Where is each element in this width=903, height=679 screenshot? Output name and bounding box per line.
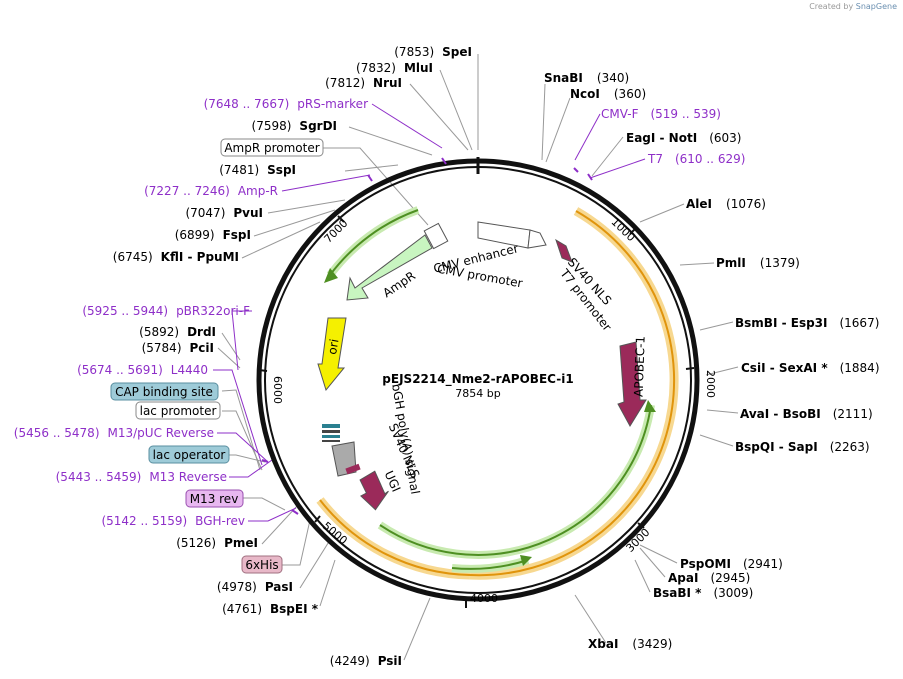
site-alei[interactable]: AleI(1076)	[686, 197, 766, 211]
lac-operator-tag-label: lac operator	[153, 448, 226, 462]
site-ncoi[interactable]: NcoI(360)	[570, 87, 646, 101]
ampr-promoter-block	[423, 222, 449, 250]
site-avai-bsobi[interactable]: AvaI - BsoBI(2111)	[740, 407, 873, 421]
6xhis-tag[interactable]: 6xHis	[241, 555, 283, 574]
ampr-promoter-tag[interactable]: AmpR promoter	[220, 138, 324, 157]
site-eagi-noti[interactable]: EagI - NotI(603)	[626, 131, 741, 145]
cap-binding-site-tag-label: CAP binding site	[115, 385, 213, 399]
ampr-promoter-tag-label: AmpR promoter	[224, 141, 319, 155]
boxed-labels: AmpR promoter CAP binding site lac promo…	[110, 138, 324, 574]
right-sites: SnaBI(340) NcoI(360) EagI - NotI(603) Al…	[544, 71, 880, 651]
orange-arc-lower	[319, 499, 471, 576]
green-arrowhead-upper	[324, 268, 338, 283]
cmv-promoter-label: CMV promoter	[436, 262, 524, 291]
snapgene-credit: Created by SnapGene	[809, 2, 897, 11]
primer-m13-puc-reverse[interactable]: (5456 .. 5478)M13/pUC Reverse	[14, 426, 214, 440]
ugi-label: UGI	[382, 469, 404, 494]
green-arc-inner	[379, 404, 652, 556]
primers: (7648 .. 7667)pRS-marker (7227 .. 7246)A…	[14, 97, 746, 528]
green-arrowhead-bottom	[520, 555, 532, 566]
site-kfli-ppumi[interactable]: (6745)KflI - PpuMI	[113, 250, 239, 264]
credit-brand: SnapGene	[855, 2, 897, 11]
site-drdi[interactable]: (5892)DrdI	[139, 325, 216, 339]
site-pcii[interactable]: (5784)PciI	[142, 341, 214, 355]
orange-arc	[469, 210, 676, 577]
primer-cmv-f[interactable]: CMV-F(519 .. 539)	[601, 107, 721, 121]
site-bsabi[interactable]: BsaBI *(3009)	[653, 586, 753, 600]
lac-promoter-tag[interactable]: lac promoter	[135, 401, 221, 420]
lac-region-blocks	[322, 424, 340, 442]
primer-t7[interactable]: T7(610 .. 629)	[647, 152, 745, 166]
primer-amp-r[interactable]: (7227 .. 7246)Amp-R	[144, 184, 278, 198]
apobec-feature-arrow[interactable]	[617, 341, 647, 427]
site-pspomi[interactable]: PspOMI(2941)	[680, 557, 783, 571]
plasmid-length: 7854 bp	[455, 387, 500, 400]
sv40-nls-top-block[interactable]	[555, 238, 573, 263]
lac-promoter-tag-label: lac promoter	[140, 404, 217, 418]
site-sgrdi[interactable]: (7598)SgrDI	[252, 119, 337, 133]
tick-marks	[258, 215, 695, 608]
leader-lines	[217, 54, 739, 661]
plasmid-name: pEJS2214_Nme2-rAPOBEC-i1	[382, 372, 573, 387]
site-mlui[interactable]: (7832)MluI	[356, 61, 433, 75]
primer-pbr322ori-f[interactable]: (5925 .. 5944)pBR322ori-F	[82, 304, 250, 318]
ampr-feature-arrow[interactable]	[346, 234, 433, 301]
primer-m13-reverse[interactable]: (5443 .. 5459)M13 Reverse	[56, 470, 227, 484]
site-pvui[interactable]: (7047)PvuI	[185, 206, 263, 220]
site-spei[interactable]: (7853)SpeI	[394, 45, 472, 59]
site-bspqi-sapi[interactable]: BspQI - SapI(2263)	[735, 440, 870, 454]
primer-marks	[261, 157, 593, 515]
site-xbai[interactable]: XbaI(3429)	[588, 637, 672, 651]
site-nrui[interactable]: (7812)NruI	[325, 76, 402, 90]
site-pmei[interactable]: (5126)PmeI	[176, 536, 258, 550]
tick-label-2000: 2000	[704, 370, 717, 398]
tick-label-6000: 6000	[271, 376, 284, 404]
ori-label: ori	[325, 338, 341, 356]
primer-bgh-rev[interactable]: (5142 .. 5159)BGH-rev	[101, 514, 245, 528]
ori-feature-arrow[interactable]	[317, 317, 347, 392]
green-arc-upper	[329, 209, 419, 276]
left-sites: (7853)SpeI (7832)MluI (7812)NruI (7598)S…	[113, 45, 472, 668]
m13-rev-tag[interactable]: M13 rev	[185, 489, 244, 508]
ugi-feature-arrow[interactable]	[357, 469, 391, 511]
site-sspi[interactable]: (7481)SspI	[219, 163, 296, 177]
site-apai[interactable]: ApaI(2945)	[668, 571, 750, 585]
cmv-promoter-arrow[interactable]	[527, 229, 547, 249]
credit-prefix: Created by	[809, 2, 854, 11]
site-pasi[interactable]: (4978)PasI	[217, 580, 293, 594]
apobec-label: APOBEC-1	[632, 336, 648, 398]
site-snabi[interactable]: SnaBI(340)	[544, 71, 629, 85]
site-psii[interactable]: (4249)PsiI	[330, 654, 402, 668]
primer-prs-marker[interactable]: (7648 .. 7667)pRS-marker	[204, 97, 368, 111]
site-pmli[interactable]: PmlI(1379)	[716, 256, 800, 270]
cap-binding-site-tag[interactable]: CAP binding site	[110, 382, 219, 401]
tick-label-4000: 4000	[470, 592, 498, 605]
site-csii-sexai[interactable]: CsiI - SexAI *(1884)	[741, 361, 880, 375]
primer-lines	[213, 103, 646, 522]
6xhis-tag-label: 6xHis	[245, 558, 278, 572]
sv40-nls-bottom-block[interactable]	[345, 463, 361, 475]
site-bsmbi-esp3i[interactable]: BsmBI - Esp3I(1667)	[735, 316, 879, 330]
green-arrowhead-inner	[644, 400, 656, 412]
primer-l4440[interactable]: (5674 .. 5691)L4440	[77, 363, 208, 377]
site-fspi[interactable]: (6899)FspI	[175, 228, 251, 242]
m13-rev-tag-label: M13 rev	[190, 492, 239, 506]
lac-operator-tag[interactable]: lac operator	[148, 445, 230, 464]
site-bspei[interactable]: (4761)BspEI *	[222, 602, 319, 616]
